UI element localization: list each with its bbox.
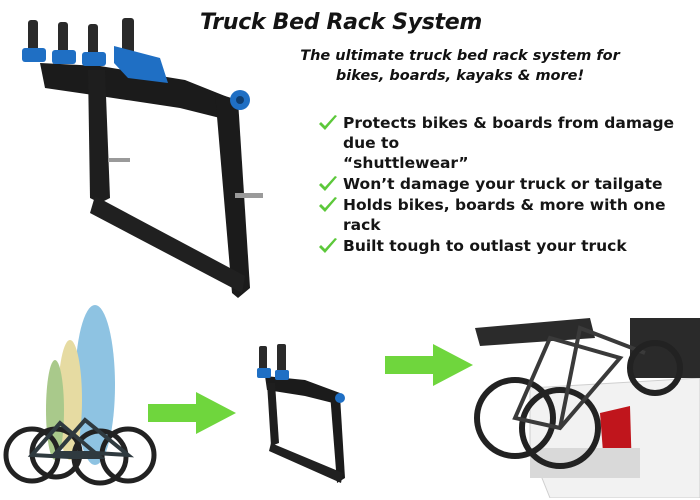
check-icon xyxy=(319,238,337,253)
rack-small-image xyxy=(257,344,345,483)
right-arrow-icon xyxy=(148,392,236,434)
feature-text: Built tough to outlast your truck xyxy=(343,237,627,255)
check-icon xyxy=(319,176,337,191)
subtitle-line-1: The ultimate truck bed rack system for xyxy=(300,48,620,64)
feature-item: Holds bikes, boards & more with one rack xyxy=(318,195,698,235)
feature-list: Protects bikes & boards from damage due … xyxy=(318,113,698,257)
rack-product-image xyxy=(22,18,263,298)
feature-text: Protects bikes & boards from damage due … xyxy=(343,114,675,152)
subtitle-line-2: bikes, boards, kayaks & more! xyxy=(335,68,585,84)
check-icon xyxy=(319,197,337,212)
right-arrow-icon xyxy=(385,344,473,386)
feature-text: Holds bikes, boards & more with one rack xyxy=(343,196,666,234)
feature-text-continued: “shuttlewear” xyxy=(343,154,469,172)
check-icon xyxy=(319,115,337,130)
page-title: Truck Bed Rack System xyxy=(200,10,482,35)
bikes-and-boards-photo xyxy=(3,305,157,486)
truck-with-bikes-photo xyxy=(474,318,700,498)
feature-item: Built tough to outlast your truck xyxy=(318,236,698,256)
feature-item: Won’t damage your truck or tailgate xyxy=(318,174,698,194)
feature-item: Protects bikes & boards from damage due … xyxy=(318,113,698,173)
feature-text: Won’t damage your truck or tailgate xyxy=(343,175,663,193)
subtitle: The ultimate truck bed rack system for b… xyxy=(300,46,620,86)
